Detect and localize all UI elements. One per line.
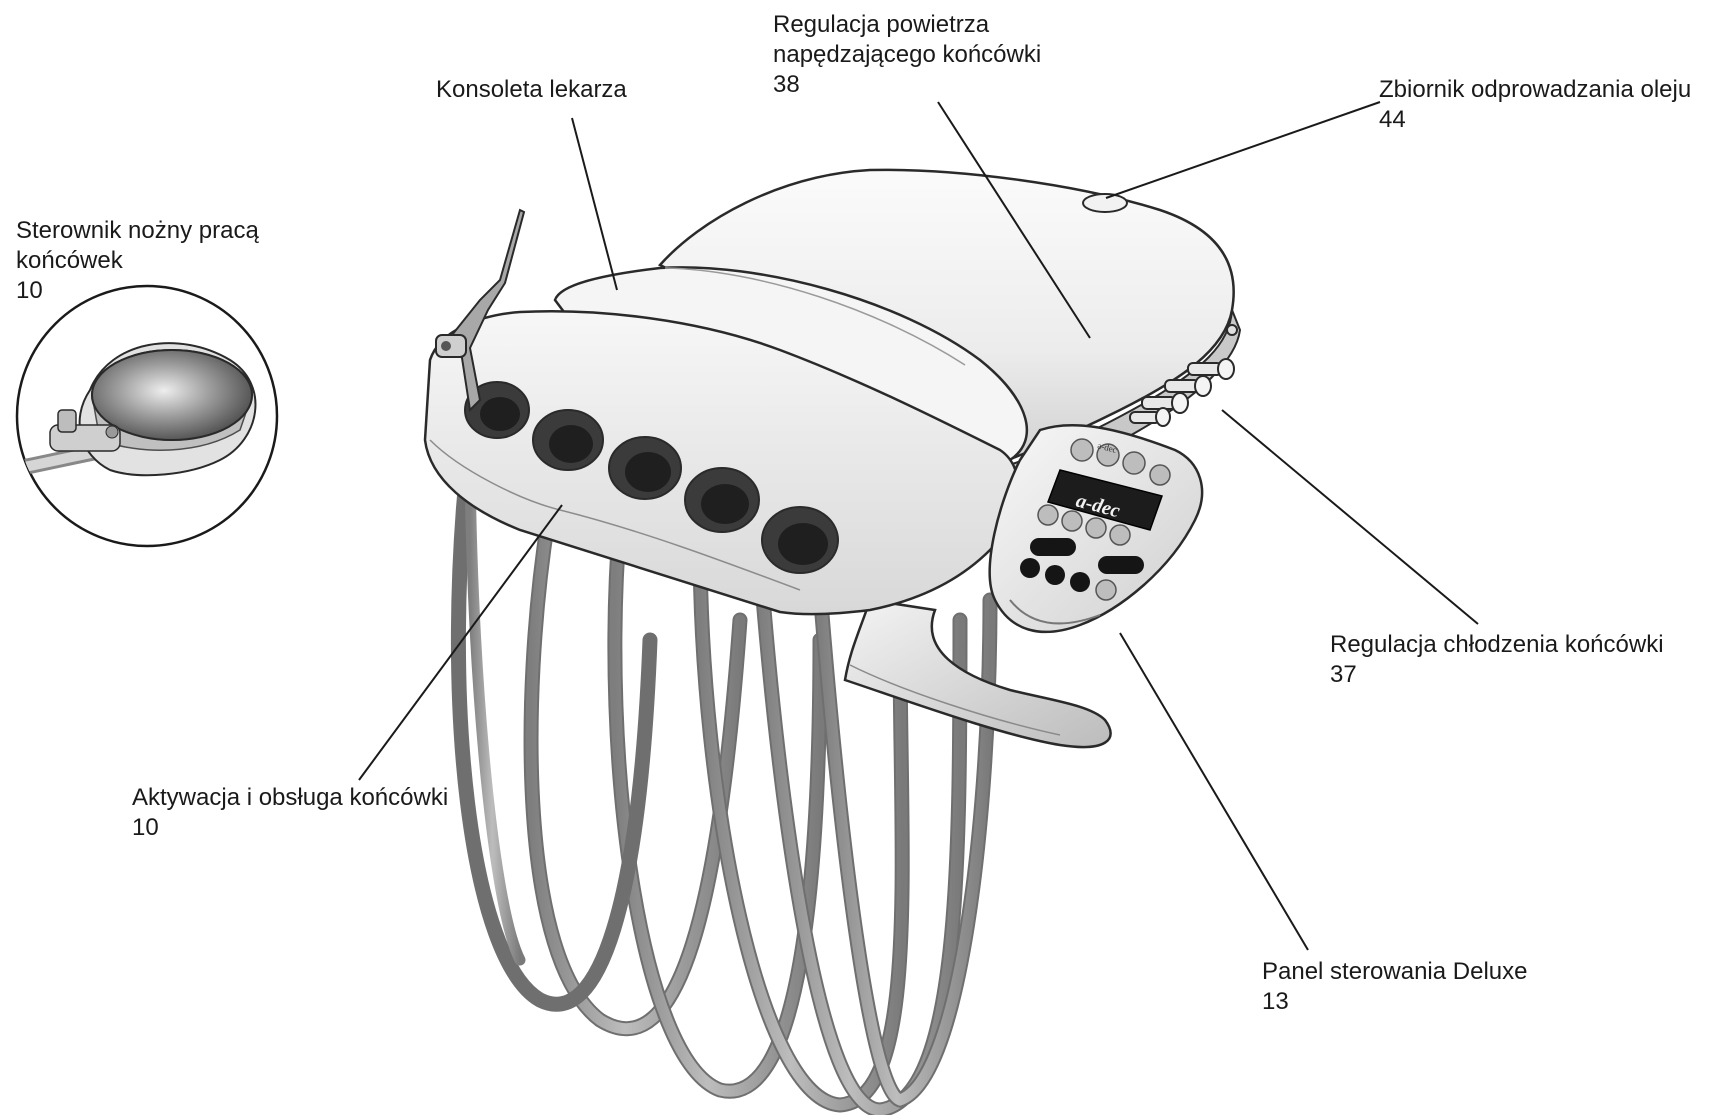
label-coolant: Regulacja chłodzenia końcówki 37 (1330, 630, 1664, 690)
label-activation: Aktywacja i obsługa końcówki 10 (132, 783, 448, 843)
label-deluxe-panel-line1: Panel sterowania Deluxe (1262, 957, 1528, 987)
label-drive-air-line1: Regulacja powietrza (773, 10, 1041, 40)
label-foot-control: Sterownik nożny pracą końcówek 10 (16, 216, 259, 306)
label-drive-air-ref: 38 (773, 70, 1041, 100)
deluxe-touchpad (990, 425, 1202, 632)
label-activation-line1: Aktywacja i obsługa końcówki (132, 783, 448, 813)
label-activation-ref: 10 (132, 813, 448, 843)
leader-physician-console (572, 118, 617, 290)
label-deluxe-panel: Panel sterowania Deluxe 13 (1262, 957, 1528, 1017)
label-coolant-line1: Regulacja chłodzenia końcówki (1330, 630, 1664, 660)
label-oil-reservoir: Zbiornik odprowadzania oleju 44 (1379, 75, 1691, 135)
label-drive-air-line2: napędzającego końcówki (773, 40, 1041, 70)
label-deluxe-panel-ref: 13 (1262, 987, 1528, 1017)
foot-control-inset (10, 286, 277, 546)
leader-deluxe-panel (1120, 633, 1308, 950)
leader-oil-reservoir (1106, 102, 1380, 198)
label-oil-reservoir-ref: 44 (1379, 105, 1691, 135)
label-foot-control-line1: Sterownik nożny pracą (16, 216, 259, 246)
label-physician-console-text: Konsoleta lekarza (436, 75, 627, 105)
label-oil-reservoir-line1: Zbiornik odprowadzania oleju (1379, 75, 1691, 105)
label-drive-air: Regulacja powietrza napędzającego końców… (773, 10, 1041, 100)
label-foot-control-ref: 10 (16, 276, 259, 306)
label-physician-console: Konsoleta lekarza (436, 75, 627, 105)
label-coolant-ref: 37 (1330, 660, 1664, 690)
label-foot-control-line2: końcówek (16, 246, 259, 276)
leader-coolant (1222, 410, 1478, 624)
